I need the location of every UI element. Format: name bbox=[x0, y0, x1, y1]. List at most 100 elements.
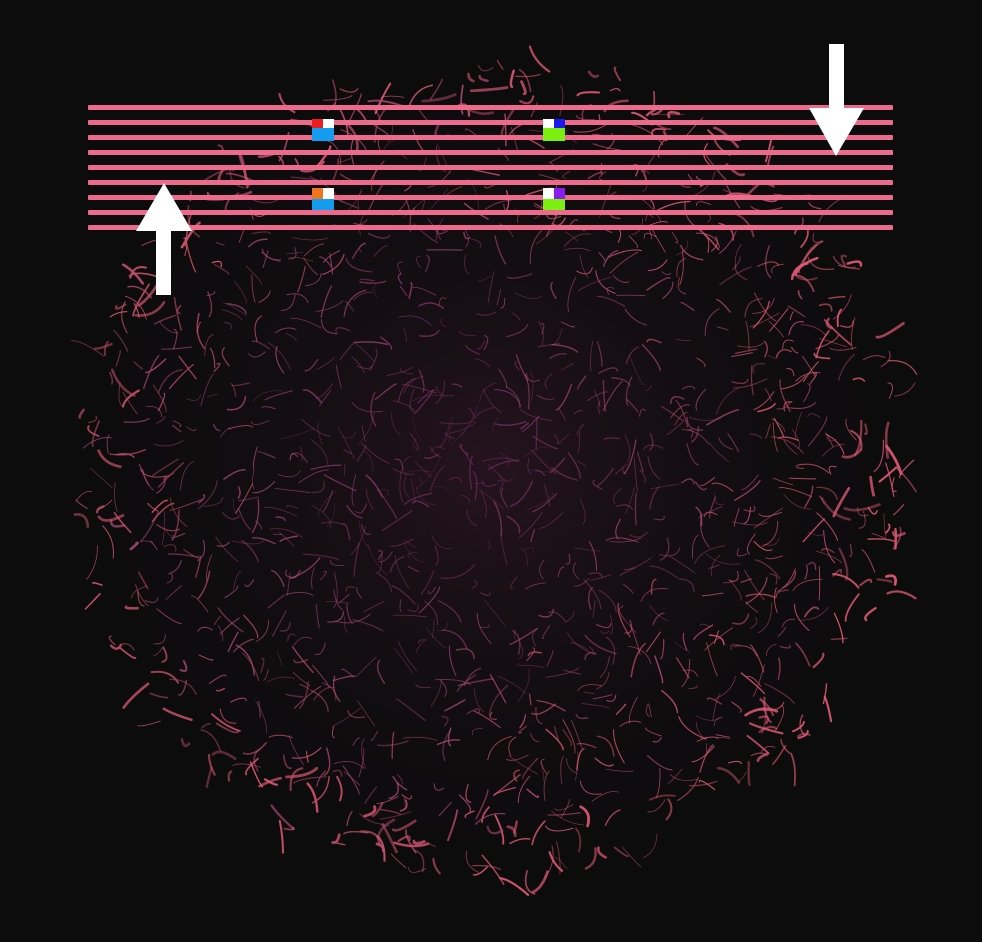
fur-strand bbox=[706, 641, 718, 677]
fur-strand bbox=[304, 358, 319, 372]
fur-strand bbox=[812, 652, 825, 669]
fur-strand bbox=[852, 377, 866, 382]
fur-strand bbox=[592, 143, 621, 151]
fur-strand bbox=[304, 243, 325, 257]
fur-strand bbox=[573, 124, 606, 133]
fur-strand bbox=[800, 324, 827, 336]
fur-strand bbox=[412, 436, 418, 450]
fur-strand bbox=[736, 548, 747, 557]
fur-strand bbox=[605, 636, 616, 665]
fur-strand bbox=[763, 696, 772, 724]
fur-strand bbox=[746, 734, 769, 754]
up-arrow-icon[interactable] bbox=[134, 182, 194, 296]
fur-strand bbox=[109, 311, 128, 318]
note-upper-center[interactable] bbox=[543, 119, 565, 141]
fur-strand bbox=[518, 642, 524, 660]
note-quadrant-bottom bbox=[543, 199, 565, 210]
fur-strand bbox=[353, 341, 388, 345]
fur-strand bbox=[109, 448, 146, 456]
fur-strand bbox=[624, 619, 633, 634]
fur-strand bbox=[497, 479, 504, 491]
fur-strand bbox=[402, 736, 438, 741]
fur-strand bbox=[646, 754, 673, 771]
fur-strand bbox=[140, 540, 154, 544]
fur-strand bbox=[393, 400, 416, 414]
fur-strand bbox=[471, 579, 478, 589]
fur-strand bbox=[823, 319, 852, 346]
fur-strand bbox=[631, 124, 664, 146]
fur-strand bbox=[283, 754, 292, 769]
fur-strand bbox=[432, 619, 435, 639]
fur-strand bbox=[518, 69, 532, 93]
fur-strand bbox=[628, 645, 652, 664]
fur-strand bbox=[345, 258, 372, 273]
fur-strand bbox=[518, 725, 528, 734]
fur-strand bbox=[880, 350, 891, 368]
fur-strand bbox=[342, 765, 360, 795]
fur-strand bbox=[408, 867, 427, 873]
fur-strand bbox=[540, 761, 545, 781]
fur-strand bbox=[718, 230, 737, 254]
fur-strand bbox=[542, 625, 551, 640]
note-quadrant-bottom bbox=[312, 199, 334, 210]
fur-strand bbox=[598, 252, 606, 262]
fur-strand bbox=[807, 531, 824, 536]
fur-strand bbox=[575, 115, 596, 121]
fur-strand bbox=[316, 770, 326, 787]
fur-strand bbox=[487, 270, 495, 303]
fur-strand bbox=[376, 488, 398, 520]
fur-strand bbox=[403, 796, 406, 810]
fur-strand bbox=[749, 312, 780, 328]
fur-strand bbox=[344, 616, 349, 633]
fur-strand bbox=[408, 84, 434, 108]
note-lower-center[interactable] bbox=[543, 188, 565, 210]
fur-strand bbox=[822, 683, 828, 705]
fur-strand bbox=[213, 362, 221, 373]
fur-strand bbox=[576, 747, 585, 771]
fur-strand bbox=[364, 786, 378, 804]
fur-strand bbox=[413, 849, 425, 873]
staff-line-4 bbox=[88, 150, 893, 155]
fur-strand bbox=[546, 650, 554, 667]
fur-strand bbox=[798, 606, 829, 621]
fur-strand bbox=[885, 462, 895, 498]
fur-strand bbox=[394, 555, 410, 589]
fur-strand bbox=[622, 466, 628, 475]
fur-strand bbox=[336, 775, 343, 802]
fur-strand bbox=[293, 686, 322, 709]
down-arrow-icon[interactable] bbox=[806, 44, 866, 158]
fur-strand bbox=[397, 273, 403, 285]
fur-strand bbox=[367, 544, 388, 576]
fur-strand bbox=[254, 315, 262, 343]
fur-strand bbox=[258, 776, 283, 788]
fur-strand bbox=[716, 326, 729, 331]
fur-strand bbox=[858, 511, 866, 529]
fur-strand bbox=[350, 525, 366, 556]
fur-strand bbox=[540, 512, 564, 529]
fur-strand bbox=[319, 389, 332, 407]
fur-strand bbox=[342, 431, 357, 439]
fur-strand bbox=[771, 436, 804, 454]
fur-strand bbox=[399, 286, 408, 296]
fur-strand bbox=[441, 629, 468, 650]
fur-strand bbox=[804, 485, 814, 508]
fur-strand bbox=[506, 825, 517, 838]
fur-strand bbox=[298, 680, 310, 709]
fur-strand bbox=[231, 382, 250, 387]
note-upper-left[interactable] bbox=[312, 119, 334, 141]
fur-strand bbox=[598, 589, 617, 614]
fur-strand bbox=[370, 391, 377, 427]
fur-strand bbox=[513, 769, 520, 782]
fur-strand bbox=[745, 676, 762, 687]
fur-strand bbox=[458, 330, 477, 337]
fur-strand bbox=[469, 455, 473, 490]
fur-strand bbox=[346, 810, 353, 826]
note-lower-left[interactable] bbox=[312, 188, 334, 210]
fur-strand bbox=[678, 716, 707, 740]
fur-strand bbox=[623, 557, 652, 571]
fur-strand bbox=[875, 322, 905, 339]
note-quadrant-top-left bbox=[312, 119, 323, 128]
fur-strand bbox=[561, 363, 574, 371]
fur-strand bbox=[481, 854, 505, 886]
